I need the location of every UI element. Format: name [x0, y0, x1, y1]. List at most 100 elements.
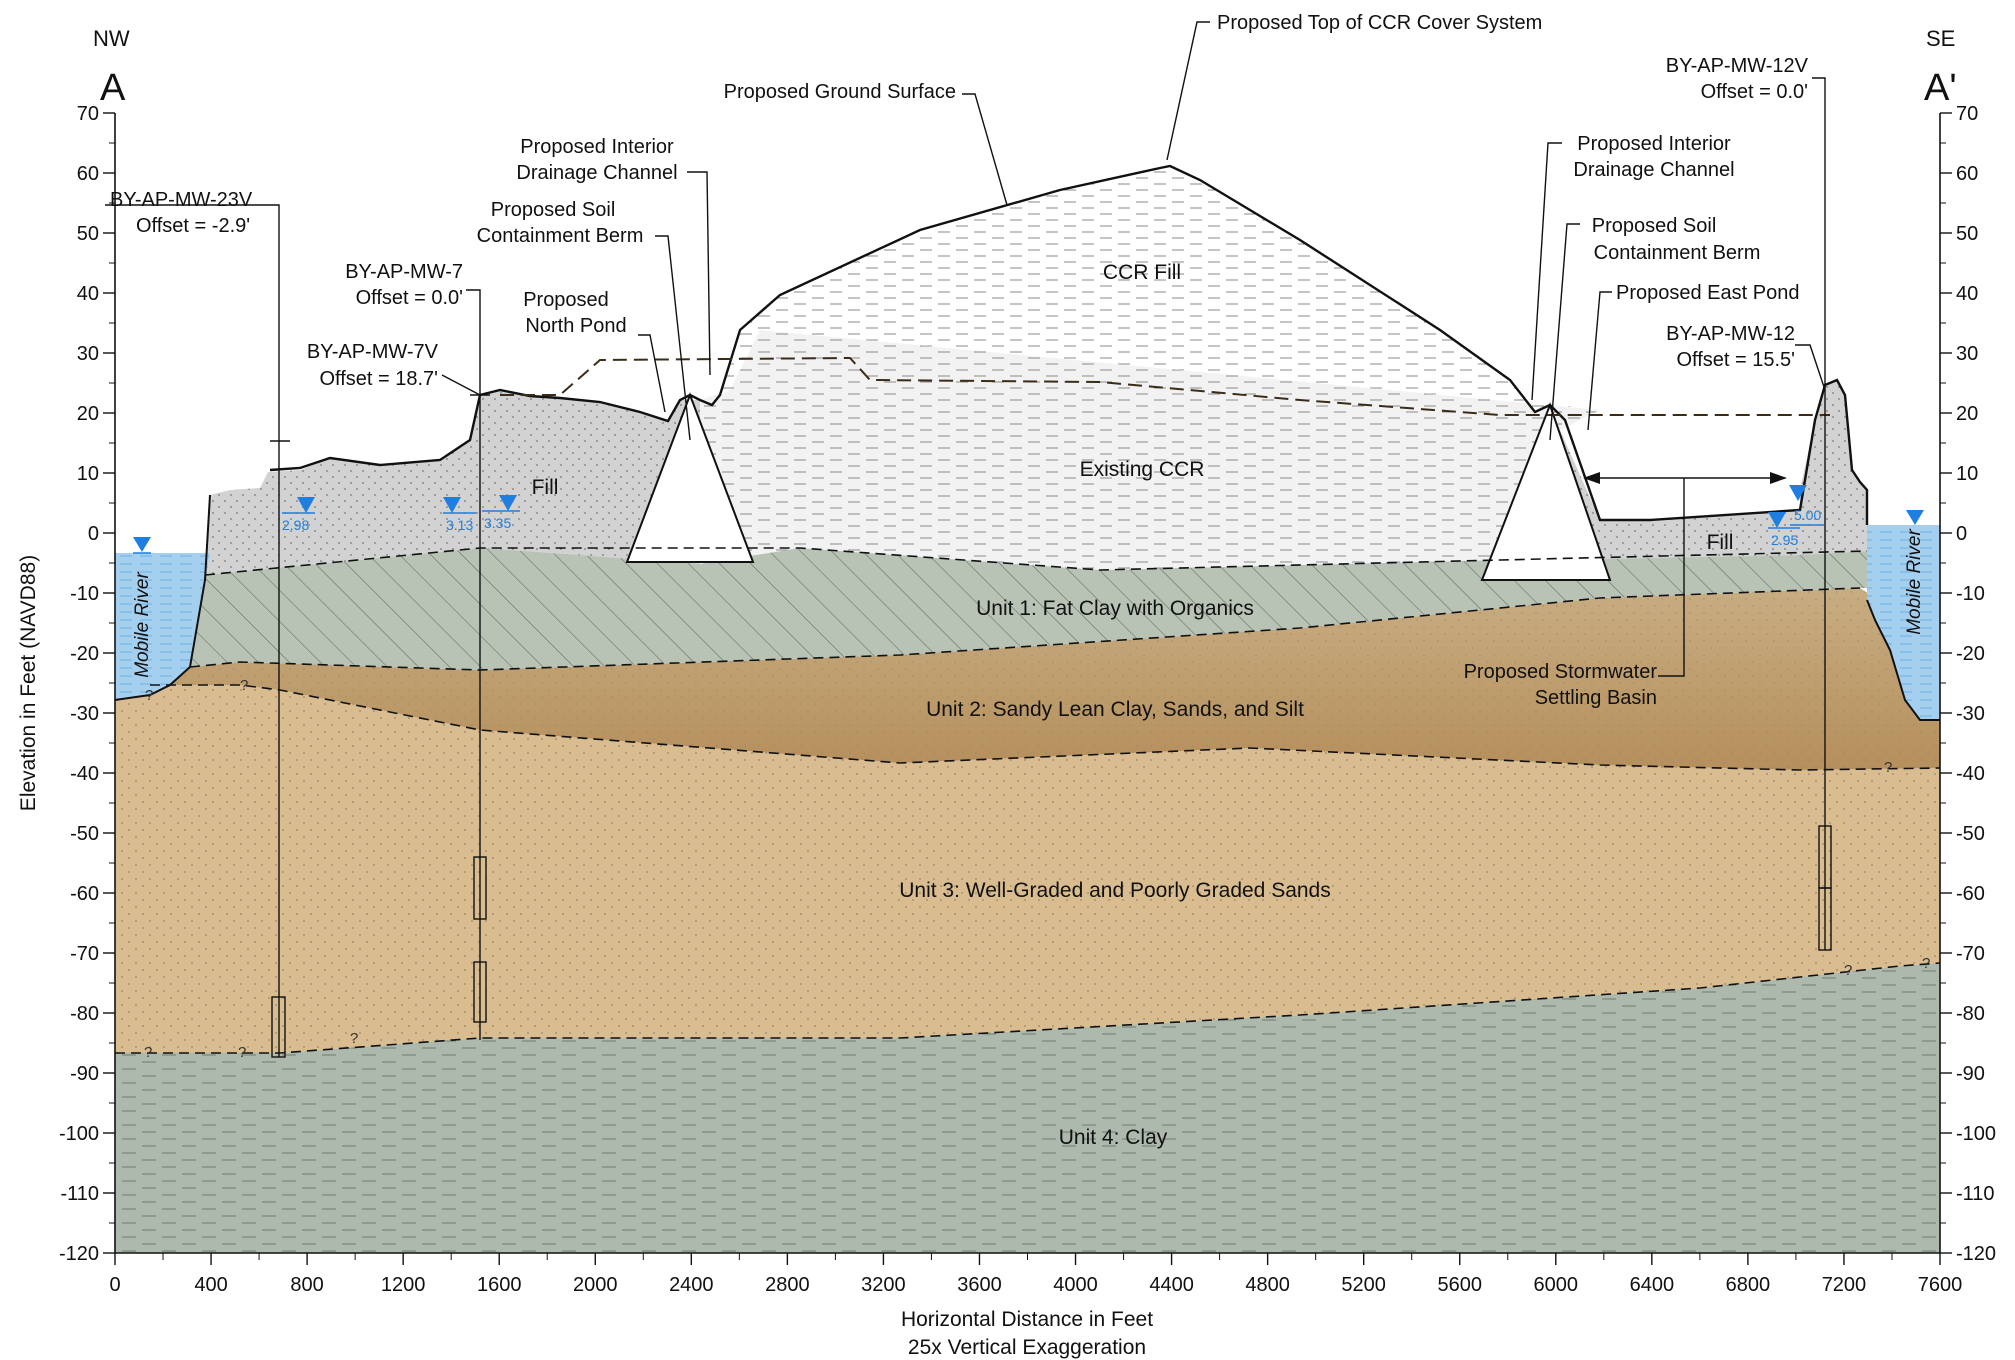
- water-marker-mw12: [1768, 512, 1800, 529]
- x-tick-label: 2800: [765, 1274, 810, 1296]
- leader-mw12: [1795, 344, 1826, 391]
- uncertain-markers: ? ? ? ? ? ? ? ?: [144, 677, 1930, 1061]
- y-tick-label-right: -110: [1956, 1183, 1995, 1205]
- callout-north-pond-2: North Pond: [525, 315, 626, 337]
- stormwater-basin-arrow-left: [1583, 472, 1600, 484]
- leader-mw23v: [105, 204, 280, 441]
- stormwater-basin-arrow-right: [1770, 472, 1787, 484]
- y-tick-label-right: -20: [1956, 643, 1985, 665]
- callout-stormwater-2: Settling Basin: [1535, 687, 1657, 709]
- y-tick-label: 40: [77, 283, 99, 305]
- y-tick-label-right: -50: [1956, 823, 1985, 845]
- y-tick-label-right: 70: [1956, 103, 1978, 125]
- y-tick-label: -50: [70, 823, 99, 845]
- y-tick-label: -20: [70, 643, 99, 665]
- unit4-label: Unit 4: Clay: [1059, 1126, 1168, 1149]
- y-tick-label: -110: [60, 1183, 99, 1205]
- uncertain-mark: ?: [350, 1030, 358, 1047]
- leader-mw7: [466, 289, 481, 395]
- uncertain-mark: ?: [1844, 962, 1852, 979]
- well-mw23v-screen: [271, 996, 286, 1058]
- x-tick-label: 2000: [573, 1274, 618, 1296]
- existing-ground-dashed-line: [500, 356, 1830, 416]
- y-tick-label: 60: [77, 163, 99, 185]
- y-tick-label: -80: [70, 1003, 99, 1025]
- river-right-pattern: [1867, 525, 1940, 720]
- y-tick-label-right: 40: [1956, 283, 1978, 305]
- water-marker-river-left: [133, 537, 151, 554]
- water-marker-mw12v: [1789, 485, 1824, 526]
- y-tick-label-right: -60: [1956, 883, 1985, 905]
- y-tick-label: 0: [88, 523, 99, 545]
- unit-labels: Unit 1: Fat Clay with Organics Unit 2: S…: [132, 261, 1925, 1149]
- well-mw7-offset: Offset = 0.0': [356, 287, 463, 309]
- soil-berm-right: [1480, 402, 1612, 581]
- well-mw7v-name: BY-AP-MW-7V: [307, 341, 439, 363]
- direction-left: NW: [93, 26, 130, 51]
- y-tick-label: 20: [77, 403, 99, 425]
- soil-berm-left: [625, 392, 755, 563]
- unit3-label: Unit 3: Well-Graded and Poorly Graded Sa…: [899, 879, 1331, 902]
- y-tick-label-right: -100: [1956, 1123, 1996, 1145]
- x-tick-label: 7600: [1918, 1274, 1963, 1296]
- river-left-pattern: [115, 553, 210, 700]
- surface-lines: [114, 164, 1941, 1054]
- y-tick-label-right: 0: [1956, 523, 1967, 545]
- callout-leaders: [105, 21, 1826, 441]
- y-tick-label-right: -10: [1956, 583, 1985, 605]
- river-right-label: Mobile River: [1904, 529, 1925, 635]
- unit4-pattern: [115, 963, 1940, 1253]
- callout-top-cover: Proposed Top of CCR Cover System: [1217, 12, 1542, 34]
- y-tick-label: -120: [59, 1243, 99, 1265]
- y-tick-label: -90: [70, 1063, 99, 1085]
- leader-ground-surface: [962, 93, 1008, 206]
- water-level-mw12: 2.95: [1771, 532, 1798, 548]
- x-tick-label: 6800: [1726, 1274, 1771, 1296]
- x-tick-label: 400: [194, 1274, 227, 1296]
- water-level-mw7v: 3.13: [446, 517, 473, 533]
- unit1-label: Unit 1: Fat Clay with Organics: [976, 597, 1254, 620]
- well-labels: BY-AP-MW-23V Offset = -2.9' BY-AP-MW-7 O…: [110, 55, 1809, 390]
- callout-soil-berm-right-2: Containment Berm: [1594, 242, 1761, 264]
- ccr-fill-pattern: [712, 166, 1600, 412]
- x-tick-label: 0: [109, 1274, 120, 1296]
- callout-interior-channel-right-1: Proposed Interior: [1577, 133, 1731, 155]
- fill-left-label: Fill: [532, 476, 559, 499]
- x-tick-label: 7200: [1822, 1274, 1867, 1296]
- y-tick-label: 30: [77, 343, 99, 365]
- x-tick-label: 1200: [381, 1274, 426, 1296]
- fill-right-pattern: [1560, 380, 1867, 560]
- water-marker-river-right: [1906, 510, 1924, 525]
- unit1-pattern: [190, 548, 1867, 670]
- existing-ccr-label: Existing CCR: [1080, 458, 1205, 481]
- callout-soil-berm-left-2: Containment Berm: [477, 225, 644, 247]
- x-tick-label: 4400: [1149, 1274, 1194, 1296]
- x-tick-label: 6400: [1630, 1274, 1675, 1296]
- y-tick-label-right: -120: [1956, 1243, 1996, 1265]
- ccr-fill-label: CCR Fill: [1103, 261, 1181, 284]
- well-mw12-offset: Offset = 15.5': [1676, 349, 1795, 371]
- geologic-layers: [115, 166, 1940, 1253]
- x-tick-label: 4800: [1245, 1274, 1290, 1296]
- y-tick-label-right: -30: [1956, 703, 1985, 725]
- water-marker-mw23v: [282, 497, 315, 514]
- fill-right-label: Fill: [1707, 531, 1734, 554]
- water-level-values: 2.98 3.13 3.35 5.00 2.95: [282, 507, 1821, 548]
- y-tick-label: -30: [70, 703, 99, 725]
- well-mw23v-offset: Offset = -2.9': [136, 215, 250, 237]
- callout-ground-surface: Proposed Ground Surface: [724, 81, 956, 103]
- well-mw12v-screen-lower: [1818, 887, 1832, 951]
- water-marker-mw7: [482, 495, 520, 512]
- well-mw12-name: BY-AP-MW-12: [1666, 323, 1795, 345]
- leader-north-pond: [638, 334, 666, 413]
- x-tick-label: 5600: [1437, 1274, 1482, 1296]
- unit1-top-dashed: [204, 547, 1868, 576]
- corner-labels: NW A SE A': [93, 26, 1957, 109]
- water-level-mw7: 3.35: [484, 515, 511, 531]
- well-mw7v-offset: Offset = 18.7': [319, 368, 438, 390]
- y-tick-label: -60: [70, 883, 99, 905]
- y-tick-label: -40: [70, 763, 99, 785]
- x-tick-label: 5200: [1341, 1274, 1386, 1296]
- y-axis-title: Elevation in Feet (NAVD88): [17, 555, 40, 811]
